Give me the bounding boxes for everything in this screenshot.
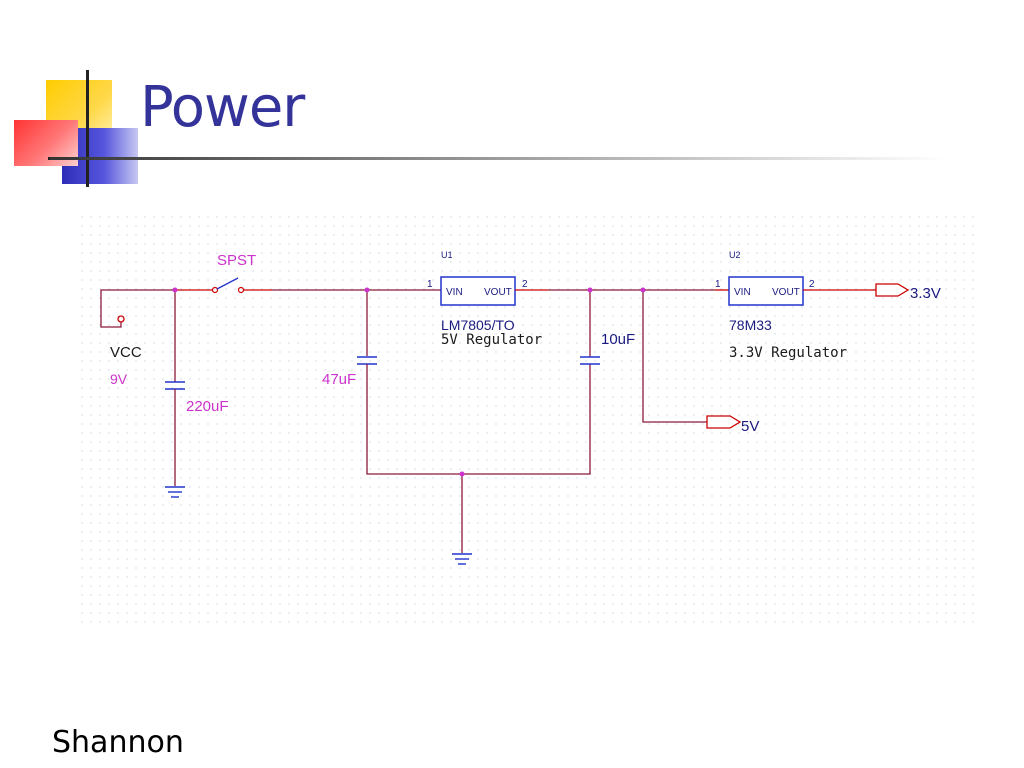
title-divider xyxy=(50,157,945,160)
capacitor-10uf-label: 10uF xyxy=(601,331,635,348)
author-name: Shannon xyxy=(52,725,184,760)
u1-vout: VOUT xyxy=(484,287,512,298)
output-3v3-label: 3.3V xyxy=(910,285,941,302)
junction-dot xyxy=(459,471,465,477)
ground-symbol xyxy=(165,486,185,498)
capacitor-47uf-label: 47uF xyxy=(322,371,356,388)
output-5v-label: 5V xyxy=(741,418,759,435)
u1-desc: 5V Regulator xyxy=(441,332,542,348)
port-5v-arrow xyxy=(706,415,742,429)
regulator-u2 xyxy=(715,276,876,306)
capacitor-47uf xyxy=(357,290,591,475)
vcc-name: VCC xyxy=(110,344,142,361)
junction-dot xyxy=(172,287,178,293)
logo-vertical-line xyxy=(86,70,89,187)
u2-pin-out: 2 xyxy=(809,279,815,290)
spst-switch xyxy=(175,277,272,294)
vcc-voltage: 9V xyxy=(110,371,128,387)
u2-part: 78M33 xyxy=(729,317,772,333)
ground-symbol-2 xyxy=(452,553,472,565)
capacitor-220uf xyxy=(165,290,185,486)
switch-label: SPST xyxy=(217,252,256,269)
regulator-u1 xyxy=(440,276,548,306)
u2-vout: VOUT xyxy=(772,287,800,298)
u1-ref: U1 xyxy=(441,250,453,260)
u2-pin-in: 1 xyxy=(715,279,721,290)
junction-dot xyxy=(640,287,646,293)
u2-desc: 3.3V Regulator xyxy=(729,345,847,361)
page-title: Power xyxy=(140,75,305,140)
wire-5v-branch xyxy=(642,290,707,423)
u2-vin: VIN xyxy=(734,287,751,298)
junction-dot xyxy=(364,287,370,293)
u1-part: LM7805/TO xyxy=(441,317,515,333)
schematic-grid xyxy=(76,213,976,625)
u2-ref: U2 xyxy=(729,250,741,260)
u1-vin: VIN xyxy=(446,287,463,298)
u1-pin-out: 2 xyxy=(522,279,528,290)
vcc-source xyxy=(100,289,175,328)
u1-pin-in: 1 xyxy=(427,279,433,290)
capacitor-10uf xyxy=(548,289,715,365)
port-3v3-arrow xyxy=(875,283,910,297)
capacitor-220uf-label: 220uF xyxy=(186,398,229,415)
junction-dot xyxy=(587,287,593,293)
